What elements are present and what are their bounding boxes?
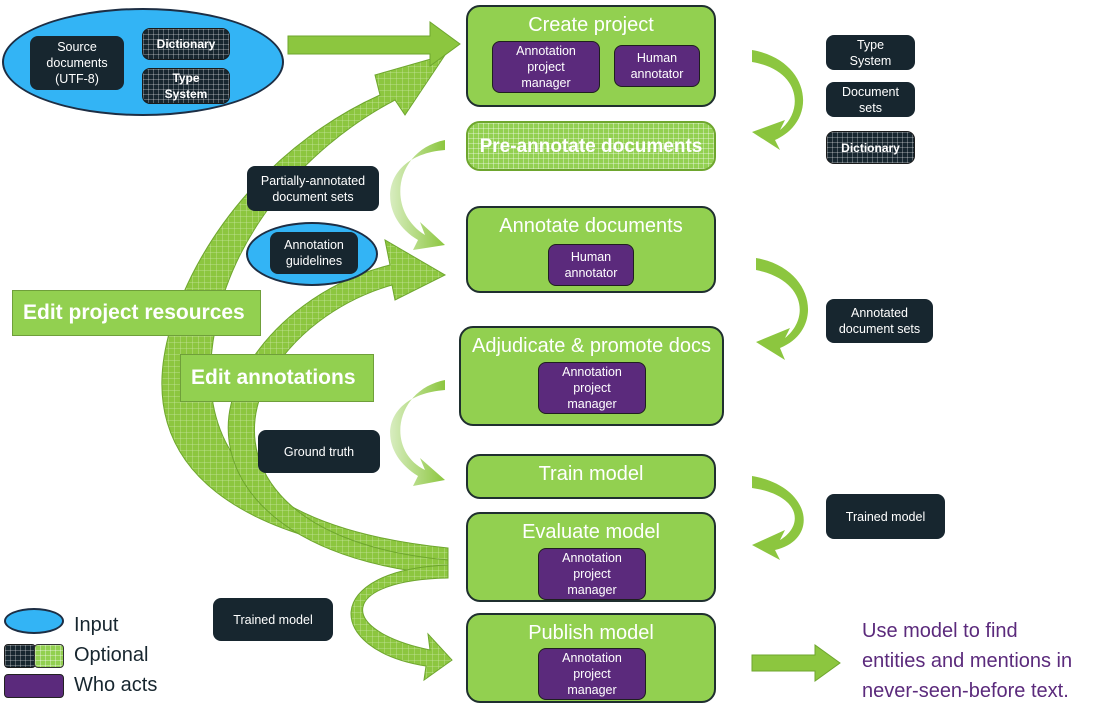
step-title: Evaluate model [522,521,660,543]
trained-model-left: Trained model [213,598,333,641]
role-annotation-project-manager: Annotation project manager [538,362,646,414]
partially-annotated-sets: Partially-annotated document sets [247,166,379,211]
step-annotate: Annotate documents Human annotator [466,206,716,293]
input-dictionary-box: Dictionary [142,28,230,60]
curve-evaluate-to-publish [350,564,453,682]
role-human-annotator: Human annotator [548,244,634,286]
step-title: Publish model [528,622,654,644]
step-pre-annotate: Pre-annotate documents [466,121,716,171]
step-train: Train model [466,454,716,499]
curve-annotate-outputs [756,258,809,360]
edit-annotations-arrow [227,239,449,576]
curve-create-outputs [752,50,804,150]
step-create-project: Create project Annotation project manage… [466,5,716,107]
legend-who-acts-swatch [4,674,64,698]
output-annotated-document-sets: Annotated document sets [826,299,933,343]
edit-project-resources-label: Edit project resources [12,290,261,336]
final-note-line: Use model to find [862,620,1018,642]
legend-optional-swatch-green [34,644,64,668]
step-publish: Publish model Annotation project manager [466,613,716,703]
output-trained-model: Trained model [826,494,945,539]
legend-optional-label: Optional [74,644,149,666]
output-type-system: Type System [826,35,915,70]
annotation-guidelines: Annotation guidelines [270,232,358,274]
source-documents-box: Source documents (UTF-8) [30,36,124,90]
output-dictionary: Dictionary [826,131,915,164]
step-evaluate: Evaluate model Annotation project manage… [466,512,716,602]
legend-optional-swatch-dark [4,644,36,668]
role-annotation-project-manager: Annotation project manager [492,41,600,93]
step-title: Train model [538,463,644,485]
final-note-line: never-seen-before text. [862,680,1069,702]
step-title: Adjudicate & promote docs [471,335,712,357]
curve-train-outputs [752,476,804,560]
step-title: Annotate documents [499,215,683,237]
legend-who-acts-label: Who acts [74,674,158,696]
legend-input-label: Input [74,614,119,636]
final-note: Use model to find entities and mentions … [862,616,1107,706]
curve-pre-to-annotate [390,140,445,250]
step-title: Pre-annotate documents [479,136,703,157]
final-arrow [751,644,841,682]
input-type-system-box: Type System [142,68,230,104]
role-annotation-project-manager: Annotation project manager [538,548,646,600]
edit-annotations-label: Edit annotations [180,354,374,402]
step-title: Create project [528,14,654,36]
role-human-annotator: Human annotator [614,45,700,87]
final-note-line: entities and mentions in [862,650,1073,672]
legend-input-swatch [4,608,64,634]
step-adjudicate: Adjudicate & promote docs Annotation pro… [459,326,724,426]
role-annotation-project-manager: Annotation project manager [538,648,646,700]
curve-adjudicate-to-train [390,380,445,486]
input-arrow [287,21,461,67]
output-document-sets: Document sets [826,82,915,117]
ground-truth: Ground truth [258,430,380,473]
